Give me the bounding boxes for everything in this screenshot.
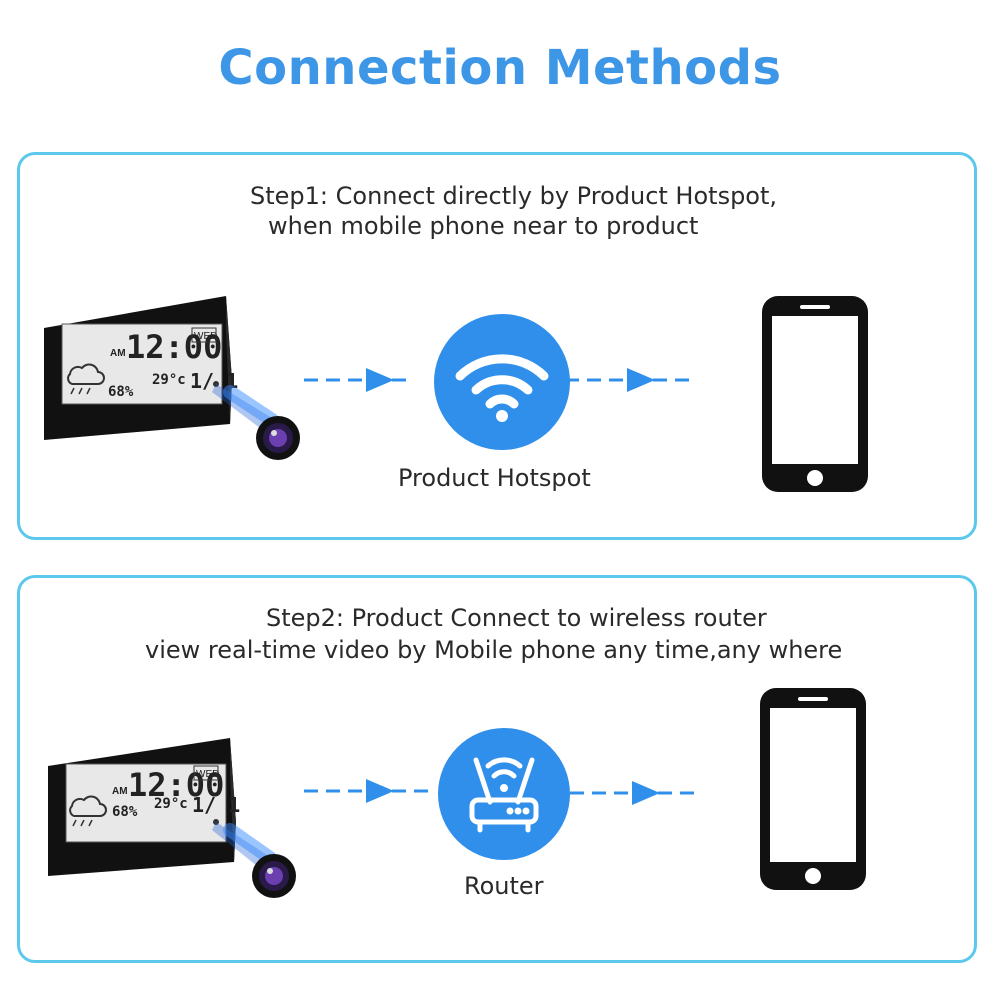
step2-caption-line1: Step2: Product Connect to wireless route… bbox=[266, 604, 767, 632]
clock-camera-device: AM 12:00 WED 68% 29°c 1/ 1 bbox=[48, 738, 296, 898]
clock-display bbox=[65, 763, 227, 843]
clock-am: AM bbox=[112, 786, 128, 797]
clock-humidity: 68% bbox=[112, 804, 138, 820]
cloud-icon bbox=[69, 795, 107, 817]
smartphone-icon bbox=[760, 688, 866, 890]
camera-lens-icon bbox=[252, 854, 296, 898]
camera-lens-icon bbox=[256, 416, 300, 460]
router-label: Router bbox=[464, 872, 544, 900]
router-icon bbox=[469, 757, 539, 833]
clock-temperature: 29°c bbox=[154, 796, 188, 812]
clock-temperature: 29°c bbox=[152, 372, 186, 388]
step2-caption-line2: view real-time video by Mobile phone any… bbox=[145, 636, 843, 664]
page-title: Connection Methods bbox=[218, 40, 782, 96]
clock-time: 12:00 bbox=[126, 328, 222, 366]
step1-caption-line2: when mobile phone near to product bbox=[268, 212, 699, 240]
clock-date: 1/ 1 bbox=[192, 793, 240, 817]
router-hub bbox=[438, 728, 570, 860]
cloud-icon bbox=[67, 363, 105, 385]
smartphone-icon bbox=[762, 296, 868, 492]
clock-humidity: 68% bbox=[108, 384, 134, 400]
hotspot-label: Product Hotspot bbox=[398, 464, 591, 492]
wifi-icon bbox=[455, 354, 549, 409]
arrow-to-phone bbox=[565, 368, 693, 392]
clock-time: 12:00 bbox=[128, 766, 224, 804]
clock-day: WED bbox=[194, 331, 217, 342]
clock-camera-device: AM 12:00 WED 68% 29°c 1/ 1 bbox=[44, 296, 300, 460]
arrow-to-hub bbox=[304, 779, 434, 803]
arrow-to-hub bbox=[304, 368, 414, 392]
step1-caption-line1: Step1: Connect directly by Product Hotsp… bbox=[250, 182, 778, 210]
arrow-to-phone bbox=[570, 781, 700, 805]
clock-day: WED bbox=[196, 769, 219, 780]
hotspot-hub bbox=[434, 314, 570, 450]
clock-am: AM bbox=[110, 348, 126, 359]
